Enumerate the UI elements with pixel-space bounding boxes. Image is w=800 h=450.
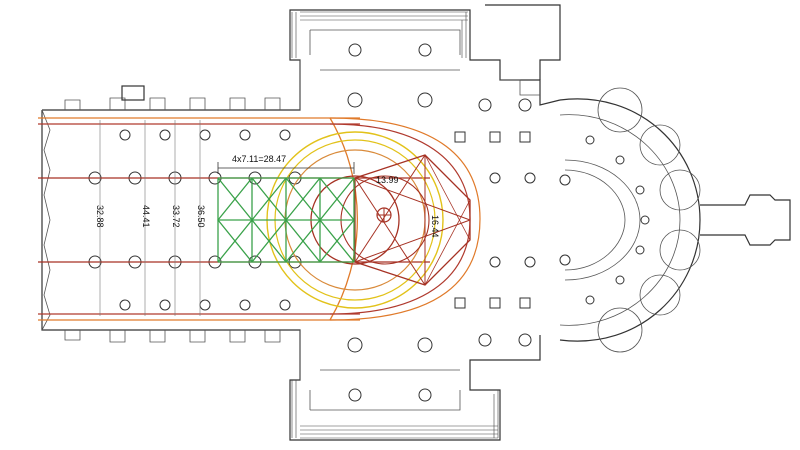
bay-grid (217, 177, 355, 263)
span-lines (99, 120, 201, 316)
hatching-south (291, 380, 499, 439)
span-a-label: 32.88 (95, 205, 105, 228)
piers (88, 43, 650, 402)
bay-formula-label: 4x7.11=28.47 (232, 154, 286, 164)
span-b-label: 44.41 (141, 205, 151, 228)
bay-dimension-line (217, 162, 355, 174)
span-c-label: 33.72 (171, 205, 181, 228)
span-d-label: 36.50 (196, 205, 206, 228)
plan-outline (41, 4, 791, 441)
crossing-width-label: 13.99 (376, 175, 399, 185)
crossing-depth-label: 16.44 (430, 215, 440, 238)
hatching-north (291, 11, 468, 58)
